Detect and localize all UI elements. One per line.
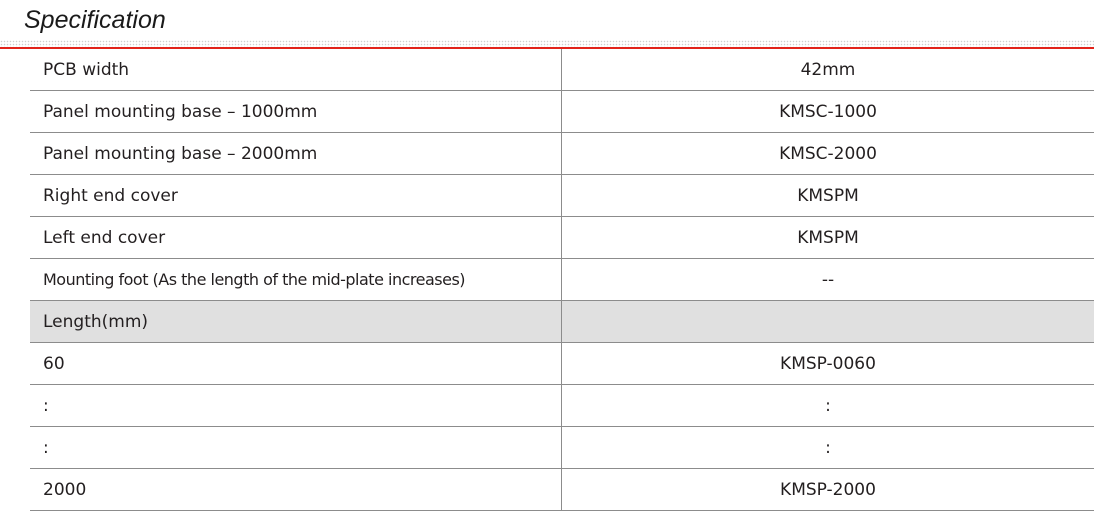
length-label: : [30, 384, 562, 427]
spec-label: PCB width [30, 49, 562, 91]
spec-value: 42mm [561, 49, 1094, 91]
spec-value: KMSC-1000 [561, 90, 1094, 133]
spec-value: -- [561, 258, 1094, 301]
table-row: : : [30, 384, 1094, 427]
spec-value: KMSPM [561, 174, 1094, 217]
table-row: Right end cover KMSPM [30, 174, 1094, 217]
table-row: Panel mounting base – 1000mm KMSC-1000 [30, 90, 1094, 133]
spec-label: Panel mounting base – 2000mm [30, 132, 562, 175]
table-row: PCB width 42mm [30, 49, 1094, 91]
dotted-divider [0, 40, 1094, 47]
table-row: Mounting foot (As the length of the mid-… [30, 258, 1094, 301]
section-header-row: Length(mm) [30, 300, 1094, 343]
accent-rule [0, 47, 1094, 49]
spec-label: Mounting foot (As the length of the mid-… [30, 258, 562, 301]
length-label: : [30, 426, 562, 469]
table-row: 60 KMSP-0060 [30, 342, 1094, 385]
length-label: 2000 [30, 468, 562, 511]
spec-label: Left end cover [30, 216, 562, 259]
section-value [561, 300, 1094, 343]
section-label: Length(mm) [30, 300, 562, 343]
specification-table: PCB width 42mm Panel mounting base – 100… [30, 49, 1094, 511]
table-row: Panel mounting base – 2000mm KMSC-2000 [30, 132, 1094, 175]
length-label: 60 [30, 342, 562, 385]
part-number: KMSP-2000 [561, 468, 1094, 511]
table-row: Left end cover KMSPM [30, 216, 1094, 259]
page-title: Specification [24, 6, 166, 34]
spec-value: KMSPM [561, 216, 1094, 259]
spec-label: Right end cover [30, 174, 562, 217]
table-row: : : [30, 426, 1094, 469]
part-number: : [561, 384, 1094, 427]
spec-label: Panel mounting base – 1000mm [30, 90, 562, 133]
part-number: : [561, 426, 1094, 469]
table-row: 2000 KMSP-2000 [30, 468, 1094, 511]
spec-value: KMSC-2000 [561, 132, 1094, 175]
part-number: KMSP-0060 [561, 342, 1094, 385]
